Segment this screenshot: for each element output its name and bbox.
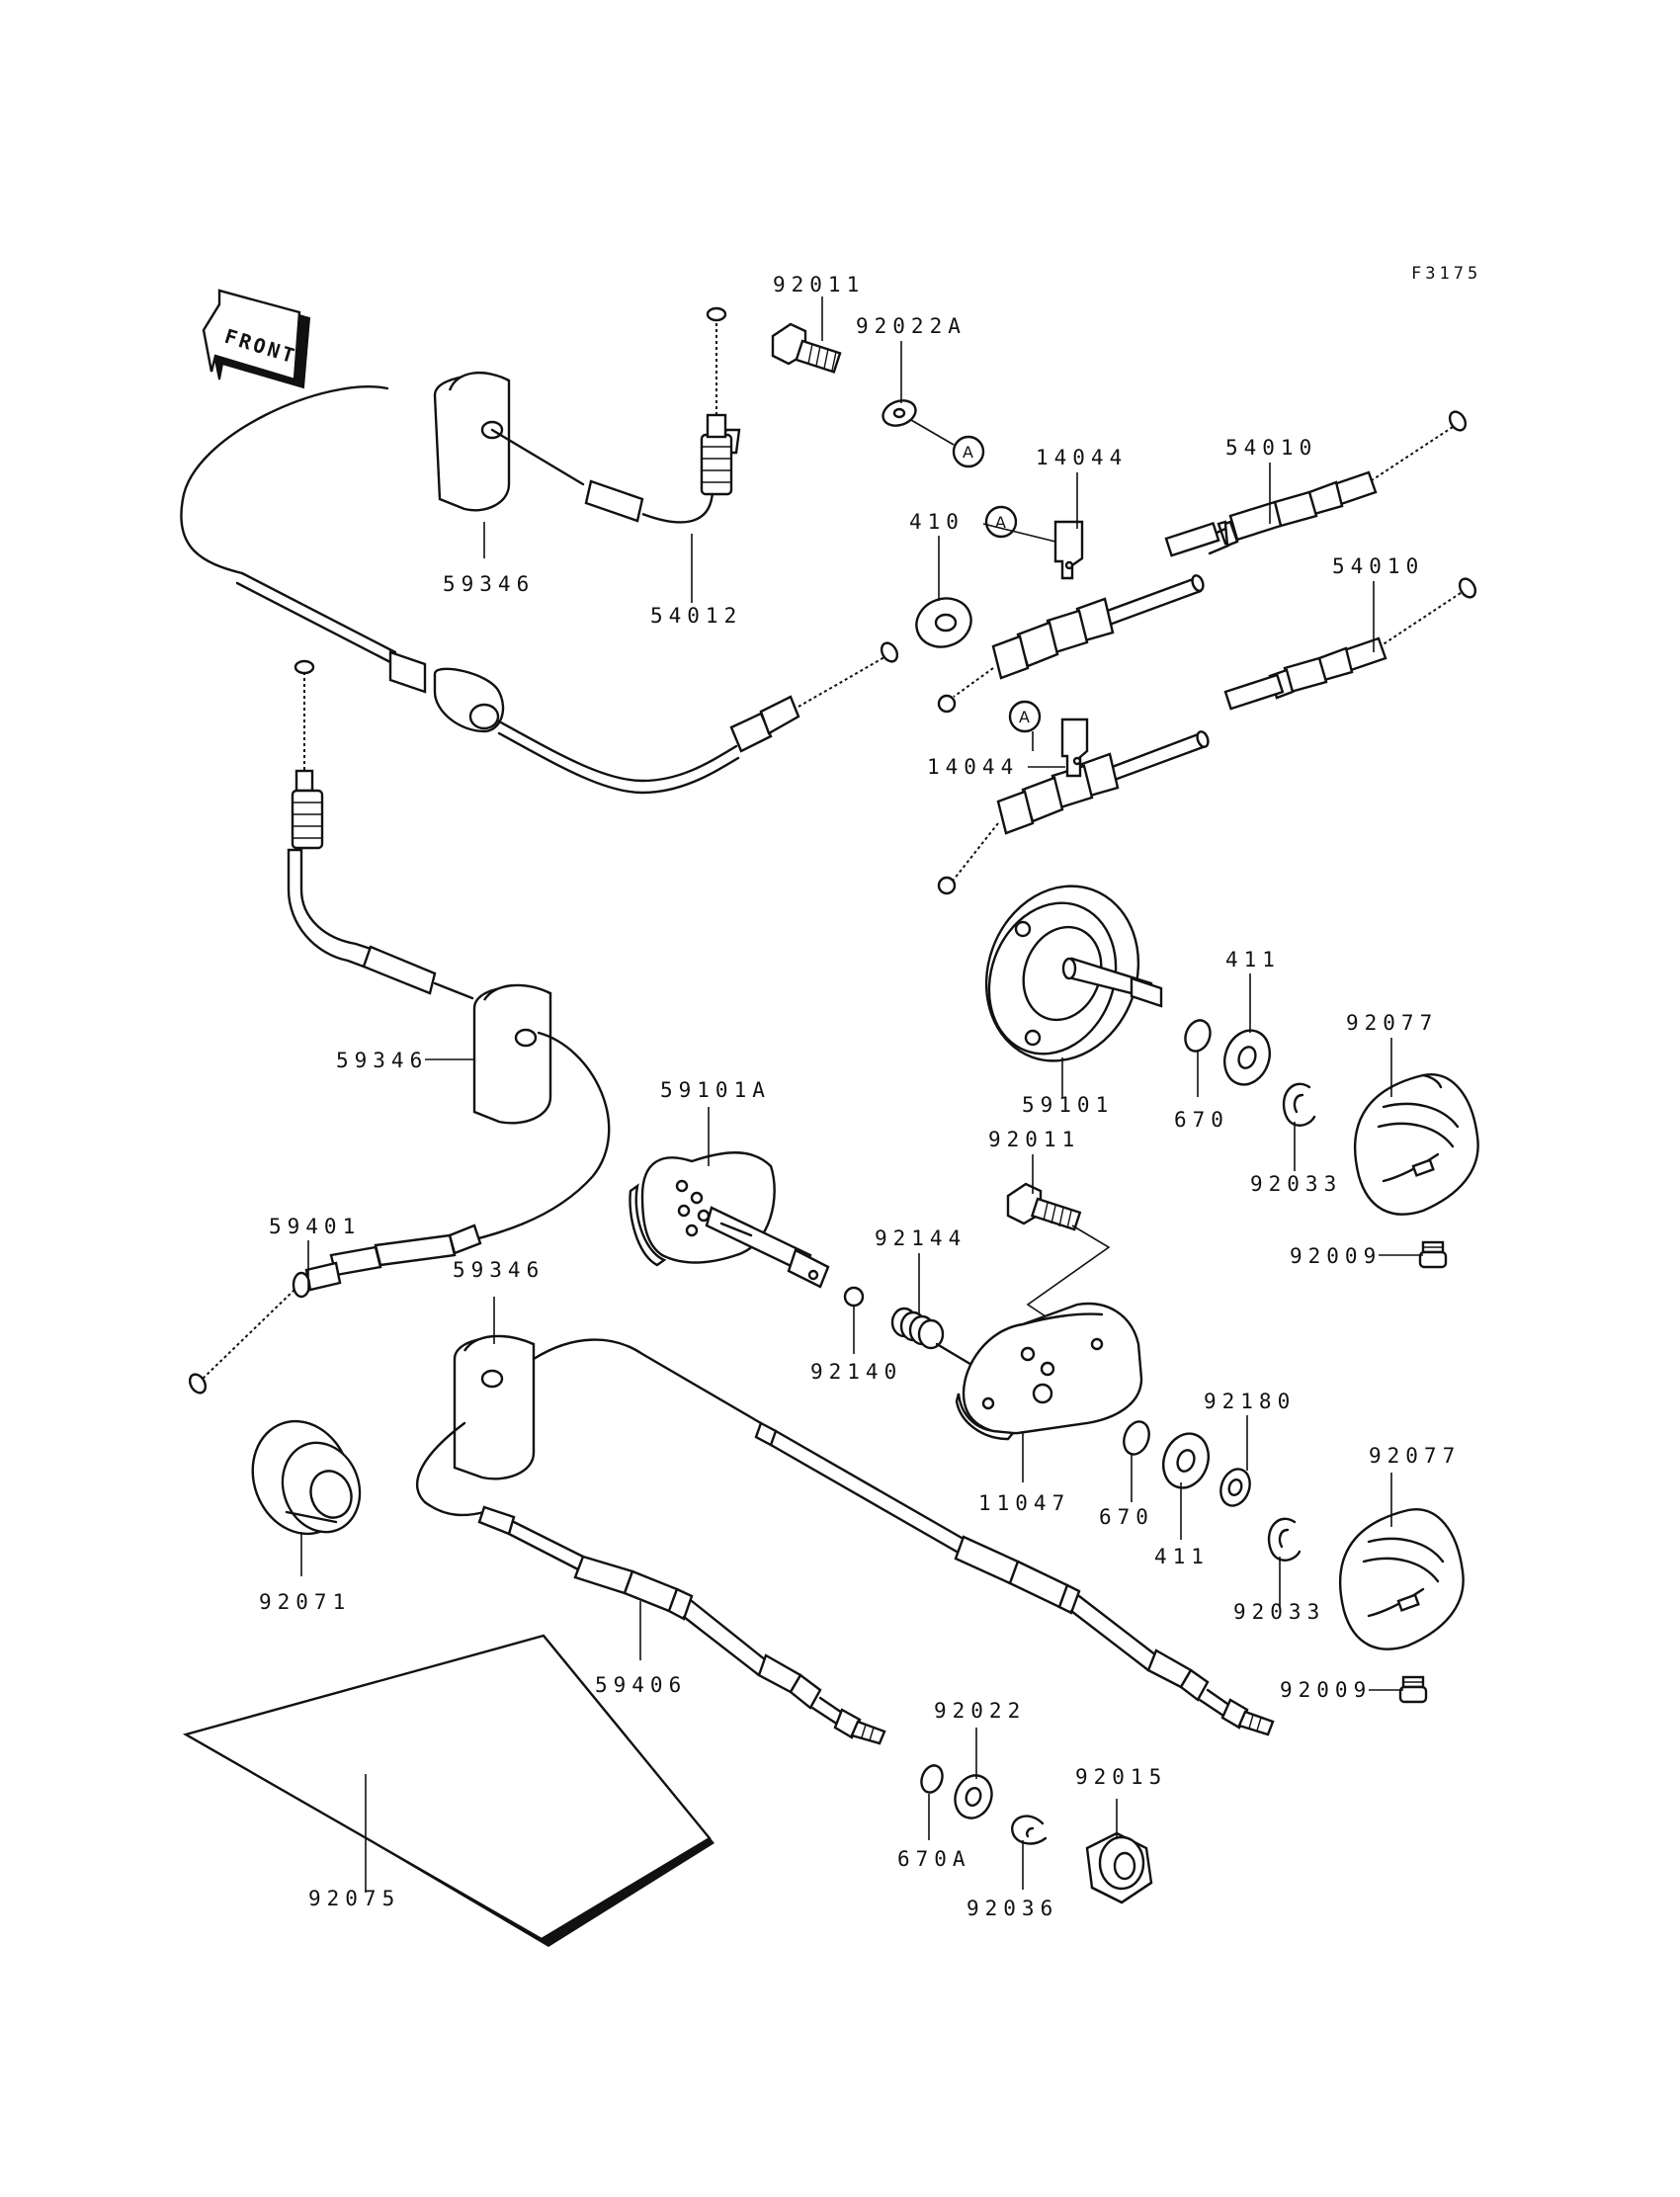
label-59406: 59406 bbox=[595, 1673, 687, 1697]
screw-92009-low bbox=[1398, 1675, 1428, 1704]
label-92009-top: 92009 bbox=[1290, 1244, 1382, 1268]
svg-text:A: A bbox=[963, 443, 973, 462]
o-ring-670-mid bbox=[1123, 1420, 1150, 1456]
bushing-92071 bbox=[251, 1419, 362, 1536]
label-59346-top: 59346 bbox=[443, 572, 535, 596]
label-59401: 59401 bbox=[269, 1215, 361, 1238]
cable-right-mid-lower bbox=[1223, 577, 1477, 711]
label-14044-mid: 14044 bbox=[927, 755, 1019, 779]
bolt-92011-mid bbox=[1006, 1182, 1082, 1231]
label-92022: 92022 bbox=[934, 1699, 1026, 1723]
label-92140: 92140 bbox=[810, 1360, 902, 1384]
label-411-mid: 411 bbox=[1154, 1545, 1210, 1568]
label-410: 410 bbox=[909, 510, 965, 534]
label-92011-mid: 92011 bbox=[988, 1128, 1080, 1151]
washer-92022 bbox=[954, 1774, 993, 1819]
label-92075: 92075 bbox=[308, 1887, 400, 1910]
pad-92075 bbox=[182, 1634, 714, 1947]
clip-92033-low bbox=[1267, 1517, 1302, 1562]
label-92036: 92036 bbox=[966, 1897, 1058, 1920]
label-59101A: 59101A bbox=[660, 1078, 771, 1102]
svg-text:A: A bbox=[1019, 708, 1030, 726]
cable-right-lower bbox=[937, 718, 1210, 895]
label-92009-low: 92009 bbox=[1280, 1678, 1372, 1702]
part-labels: 92011 92022A 14044 54010 54010 410 14044… bbox=[259, 273, 1461, 1920]
figure-code: F3175 bbox=[1411, 264, 1481, 284]
label-92015: 92015 bbox=[1075, 1765, 1167, 1789]
cable-clamp-lower bbox=[415, 1334, 763, 1517]
clip-92036 bbox=[1011, 1815, 1048, 1845]
label-14044-top: 14044 bbox=[1036, 446, 1128, 469]
o-ring-670-top bbox=[1184, 1019, 1212, 1053]
cable-clamp-upper bbox=[433, 306, 741, 524]
cable-right-upper bbox=[1164, 410, 1468, 557]
cable-59406 bbox=[477, 1505, 886, 1745]
ball-92140 bbox=[843, 1286, 865, 1308]
label-92071: 92071 bbox=[259, 1590, 351, 1614]
washer-410 bbox=[915, 597, 972, 648]
ref-marker-a-2: A bbox=[984, 505, 1018, 539]
ref-marker-a-3: A bbox=[1008, 700, 1042, 733]
leader-lines bbox=[300, 296, 1423, 1893]
label-92022A: 92022A bbox=[856, 314, 966, 338]
screw-92009-top bbox=[1418, 1240, 1448, 1269]
label-54010-mid: 54010 bbox=[1332, 554, 1424, 578]
label-670-top: 670 bbox=[1174, 1108, 1229, 1132]
label-59101: 59101 bbox=[1022, 1093, 1114, 1117]
cable-right-mid-upper bbox=[937, 520, 1205, 714]
label-54012: 54012 bbox=[650, 604, 742, 628]
svg-text:A: A bbox=[995, 513, 1006, 532]
label-411-top: 411 bbox=[1225, 948, 1281, 972]
bolt-92011-top bbox=[771, 322, 842, 374]
housing-11047 bbox=[955, 1302, 1143, 1441]
cable-upper-long bbox=[754, 1421, 1275, 1736]
washer-411-mid bbox=[1162, 1432, 1210, 1489]
label-54010-top: 54010 bbox=[1225, 436, 1317, 460]
label-59346-mid: 59346 bbox=[336, 1049, 428, 1072]
clip-92033-top bbox=[1282, 1082, 1316, 1127]
washer-92180 bbox=[1219, 1468, 1251, 1507]
label-92011-top: 92011 bbox=[773, 273, 865, 296]
label-670-mid: 670 bbox=[1099, 1505, 1154, 1529]
label-670A: 670A bbox=[897, 1847, 971, 1871]
front-direction-arrow: FRONT bbox=[202, 289, 311, 389]
label-11047: 11047 bbox=[978, 1491, 1070, 1515]
lever-59101A bbox=[629, 1151, 830, 1289]
label-92033-top: 92033 bbox=[1250, 1172, 1342, 1196]
cable-middle-left bbox=[188, 659, 611, 1394]
cover-92077-low bbox=[1338, 1507, 1465, 1650]
label-92077-top: 92077 bbox=[1346, 1011, 1438, 1035]
cover-92077-top bbox=[1353, 1072, 1479, 1216]
ref-marker-a-1: A bbox=[952, 435, 985, 468]
cable-upper-left bbox=[180, 385, 899, 795]
assembly-line-92011-11047 bbox=[1026, 1225, 1111, 1325]
label-92144: 92144 bbox=[875, 1226, 966, 1250]
spring-92144 bbox=[890, 1307, 975, 1368]
washer-411-top bbox=[1223, 1029, 1271, 1086]
label-92180: 92180 bbox=[1204, 1390, 1296, 1413]
nut-92015 bbox=[1085, 1831, 1153, 1904]
label-92033-low: 92033 bbox=[1233, 1600, 1325, 1624]
label-92077-low: 92077 bbox=[1369, 1444, 1461, 1468]
label-59346-low: 59346 bbox=[453, 1258, 545, 1282]
o-ring-670A bbox=[920, 1764, 944, 1794]
pulley-59101 bbox=[984, 885, 1163, 1062]
washer-92022A bbox=[882, 399, 917, 427]
